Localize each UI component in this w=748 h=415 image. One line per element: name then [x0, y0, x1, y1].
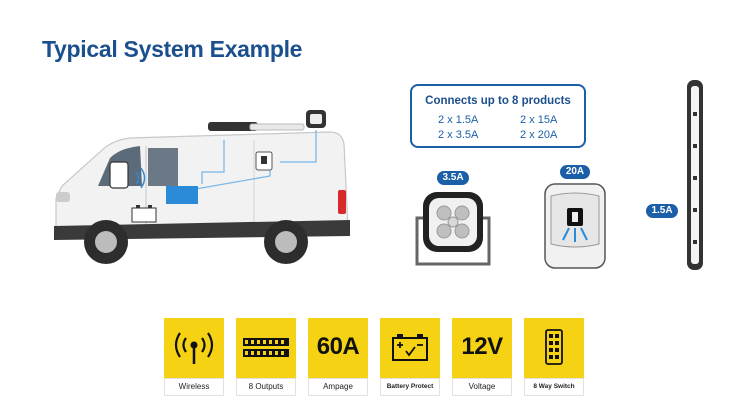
floodlight-fixture-icon [544, 183, 606, 269]
wireless-icon [174, 332, 214, 364]
van-illustration [54, 110, 350, 264]
feature-label: 8 Outputs [236, 378, 296, 396]
feature-tile-battery: Battery Protect [380, 318, 440, 398]
feature-label: 8 Way Switch [524, 378, 584, 396]
square-work-light-icon [415, 192, 491, 266]
feature-tile-switch: 8 Way Switch [524, 318, 584, 398]
ampage-value: 60A [316, 333, 360, 360]
led-light-bar-icon [687, 80, 703, 270]
page-title: Typical System Example [42, 36, 303, 62]
product-badge: 3.5A [437, 171, 469, 185]
feature-tile-wireless: Wireless [164, 318, 224, 398]
info-box-cell: 2 x 1.5A [438, 114, 479, 126]
roof-light-bar [208, 122, 258, 131]
info-box-cell: 2 x 3.5A [438, 129, 479, 141]
info-box-title: Connects up to 8 products [425, 95, 571, 107]
feature-label: Ampage [308, 378, 368, 396]
feature-label: Battery Protect [380, 378, 440, 396]
product-badge: 1.5A [646, 204, 678, 218]
feature-label: Voltage [452, 378, 512, 396]
battery-icon [392, 334, 428, 361]
capacity-info-box: Connects up to 8 products 2 x 1.5A 2 x 1… [410, 84, 586, 148]
outputs-icon [243, 338, 289, 357]
voltage-value: 12V [461, 333, 503, 360]
feature-tile-voltage: 12V Voltage [452, 318, 512, 398]
feature-label: Wireless [164, 378, 224, 396]
product-badge: 20A [560, 165, 590, 179]
info-box-cell: 2 x 20A [520, 129, 558, 141]
info-box-cell: 2 x 15A [520, 114, 558, 126]
feature-tile-ampage: 60A Ampage [308, 318, 368, 398]
feature-tile-outputs: 8 Outputs [236, 318, 296, 398]
switch-panel-icon [545, 329, 563, 365]
